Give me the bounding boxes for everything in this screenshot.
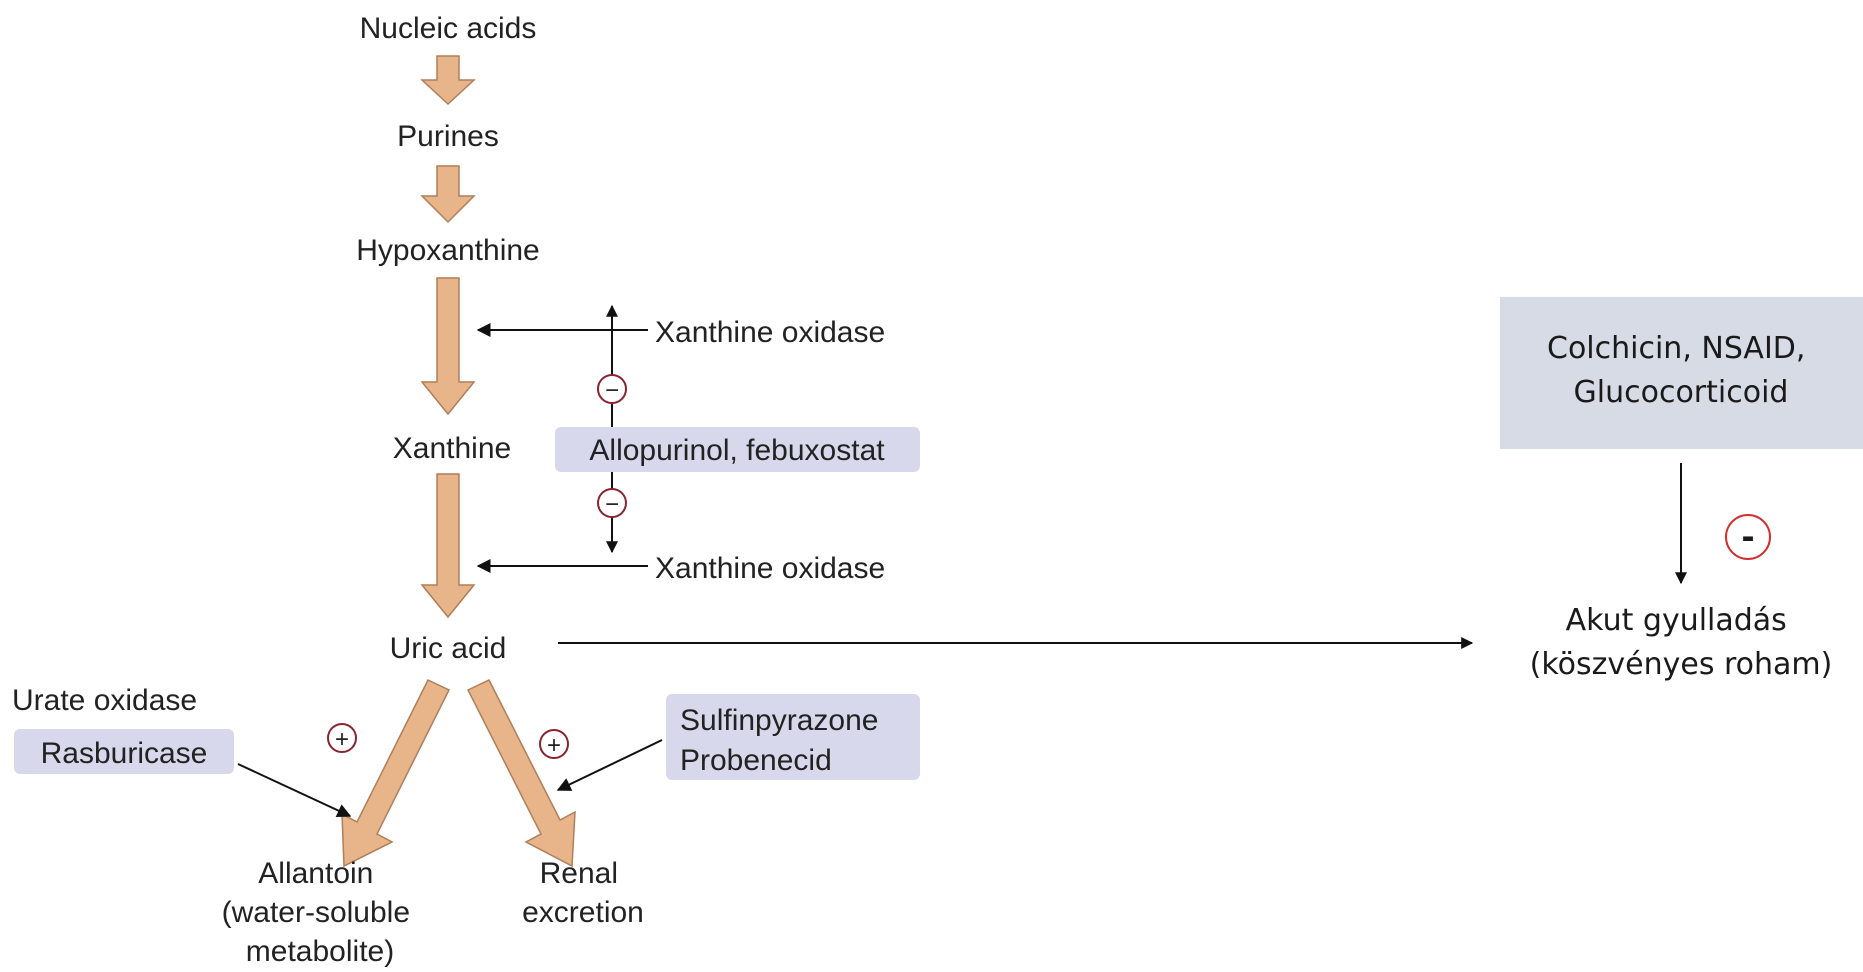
minus-circle-top [597,374,627,404]
plus-circle-right [539,729,569,759]
node-renal-excretion: Renal excretion [522,857,644,929]
outcome-line-1: Akut gyulladás [1566,603,1787,638]
allopurinol-box [555,427,920,472]
anti-inflammatory-box [1500,297,1863,449]
purine-metabolism-diagram: Nucleic acids Purines Hypoxanthine Xanth… [12,12,920,968]
plus-sign-right: + [547,732,561,759]
label-xanthine-oxidase-bottom: Xanthine oxidase [655,552,885,585]
node-uric-acid: Uric acid [390,632,507,665]
renal-line-1: Renal [540,857,618,890]
drugs-line-1: Colchicin, NSAID, [1547,331,1805,366]
label-probenecid: Probenecid [680,744,832,777]
anti-inflammatory-drugs: Colchicin, NSAID, Glucocorticoid [1547,331,1815,410]
node-nucleic-acids: Nucleic acids [360,12,537,45]
outcome-line-2: (köszvényes roham) [1530,647,1833,682]
minus-circle-bottom [597,488,627,518]
minus-sign-top: − [605,377,619,404]
minus-circle-right [1725,514,1771,560]
arrow-xanthine-to-uric-acid [420,473,476,619]
plus-circle-left [327,723,357,753]
node-xanthine: Xanthine [393,432,511,465]
label-sulfinpyrazone: Sulfinpyrazone [680,704,878,737]
label-rasburicase: Rasburicase [41,737,208,770]
arrow-hypoxanthine-to-xanthine [420,277,476,416]
arrow-purines-to-hypoxanthine [420,165,476,224]
arrow-nucleic-to-purines [420,55,476,106]
allantoin-line-2: (water-soluble [222,896,410,929]
node-hypoxanthine: Hypoxanthine [356,234,539,267]
node-allantoin: Allantoin (water-soluble metabolite) [222,857,419,968]
arrow-uric-to-renal [466,679,576,868]
label-xanthine-oxidase-top: Xanthine oxidase [655,316,885,349]
uricosuric-pointer [556,739,663,791]
renal-line-2: excretion [522,896,644,929]
acute-inflammation: Akut gyulladás (köszvényes roham) [1530,603,1833,682]
uricosuric-box [666,694,920,780]
gout-attack-diagram: Colchicin, NSAID, Glucocorticoid - Akut … [1500,297,1863,682]
label-allopurinol: Allopurinol, febuxostat [589,434,885,467]
drugs-line-2: Glucocorticoid [1574,375,1789,410]
allantoin-line-3: metabolite) [246,935,394,968]
rasburicase-pointer [237,763,352,818]
minus-sign-bottom: − [605,491,619,518]
node-purines: Purines [397,120,499,153]
plus-sign-left: + [335,726,349,753]
minus-sign-right: - [1741,518,1754,556]
rasburicase-box [14,729,234,774]
label-urate-oxidase: Urate oxidase [12,684,197,717]
arrow-uric-to-allantoin [341,679,451,868]
allantoin-line-1: Allantoin [258,857,373,890]
